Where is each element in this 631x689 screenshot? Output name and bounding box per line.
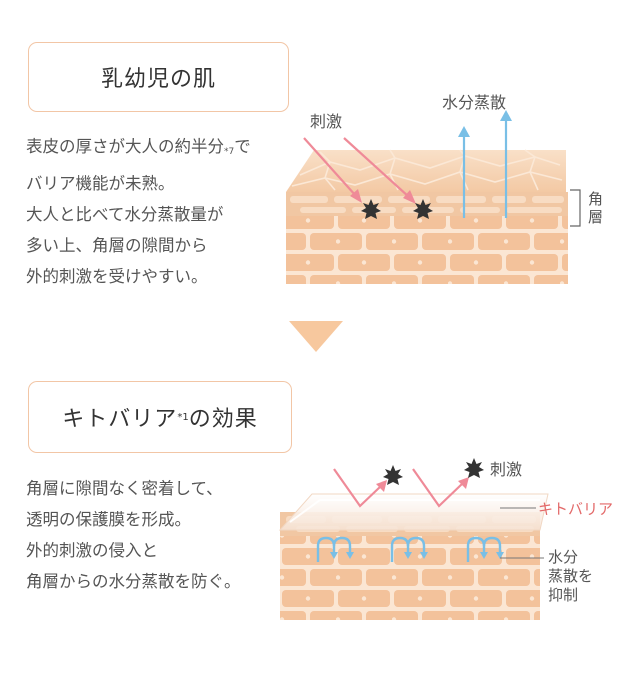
- label-water-evaporation: 水分蒸散: [442, 93, 507, 112]
- description-line: 角層からの水分蒸散を防ぐ。: [26, 572, 241, 591]
- epidermis-bricks-2: [280, 534, 540, 620]
- stratum-bracket: [570, 189, 581, 227]
- footnote-mark: *1: [177, 411, 189, 423]
- section-title-infant-text: 乳幼児の肌: [100, 67, 216, 92]
- irritant-icon: [361, 199, 433, 219]
- skin-diagram-kitobarrier: [278, 493, 549, 620]
- description-line: 透明の保護膜を形成。: [26, 510, 191, 529]
- description-line: 角層に隙間なく密着して、: [26, 479, 223, 498]
- label-suppress-evaporation: 水分 蒸散を 抑制: [548, 548, 594, 604]
- description-line: バリア機能が未熟。: [26, 174, 175, 193]
- evaporation-arrows-infant: [458, 110, 512, 218]
- stimulus-arrows-blocked: [333, 468, 464, 508]
- protective-film: [278, 493, 549, 531]
- section-title-kitobarrier-main: キトバリア: [62, 407, 178, 432]
- description-infant: 表皮の厚さが大人の約半分*7で バリア機能が未熟。 大人と比べて水分蒸散量が 多…: [26, 131, 251, 292]
- down-arrow-triangle: [289, 321, 343, 352]
- description-kitobarrier: 角層に隙間なく密着して、 透明の保護膜を形成。 外的刺激の侵入と 角層からの水分…: [26, 473, 241, 597]
- irritant-icon-2: [383, 458, 484, 485]
- section-title-kitobarrier-end: の効果: [188, 407, 258, 432]
- footnote-mark: *7: [224, 147, 235, 157]
- label-stimulus: 刺激: [310, 112, 343, 131]
- stimulus-arrows-infant: [303, 137, 416, 204]
- description-line: 大人と比べて水分蒸散量が: [26, 205, 224, 224]
- section-title-infant: 乳幼児の肌: [28, 42, 289, 112]
- description-line: 外的刺激を受けやすい。: [26, 267, 208, 286]
- description-line: 表皮の厚さが大人の約半分*7で: [26, 137, 251, 157]
- label-stratum-corneum: 角層: [588, 190, 604, 226]
- description-line: 多い上、角層の隙間から: [26, 236, 208, 255]
- epidermis-bricks: [286, 216, 568, 284]
- label-stimulus-2: 刺激: [490, 460, 523, 479]
- label-kitobarrier: キトバリア: [538, 500, 614, 518]
- description-line: 外的刺激の侵入と: [26, 541, 158, 560]
- evaporation-blocked-arrows: [316, 536, 502, 562]
